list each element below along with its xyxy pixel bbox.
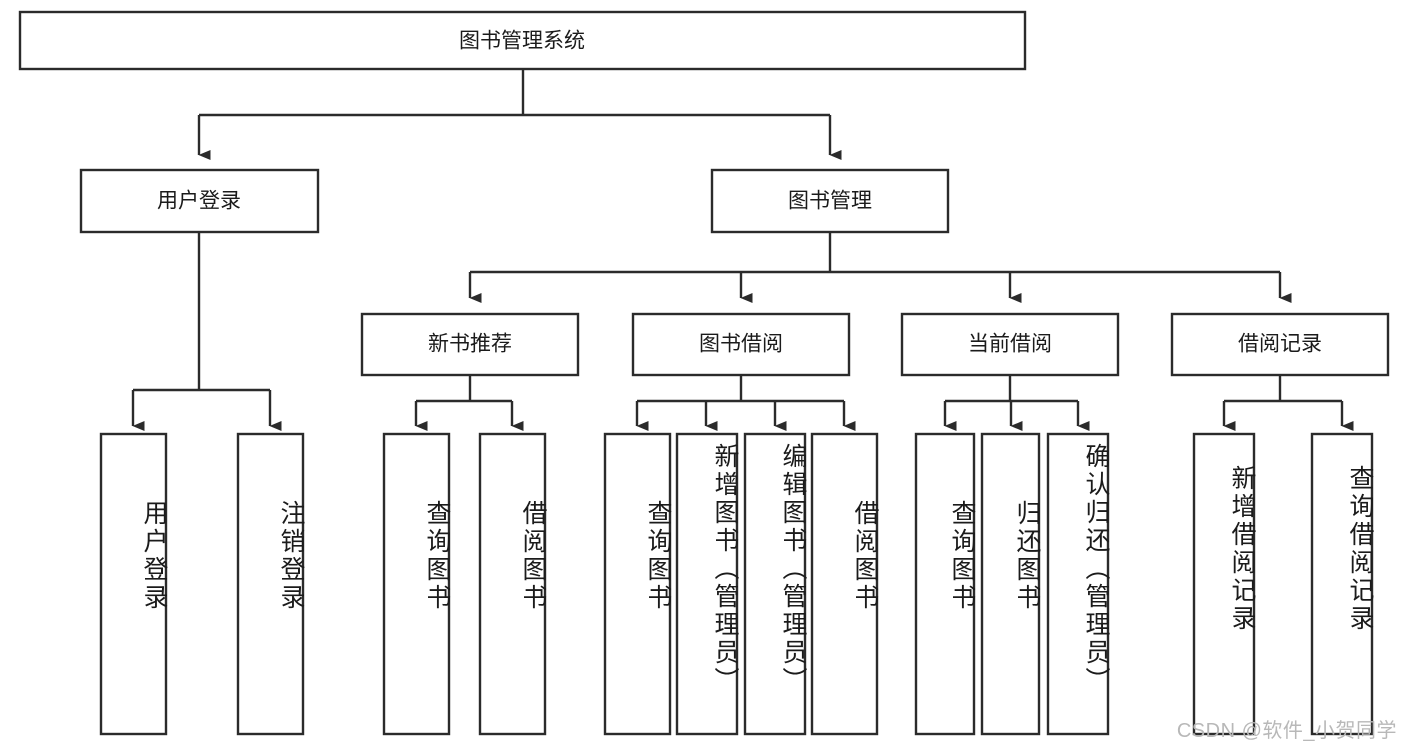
- node-user-login-label: 用户登录: [157, 190, 241, 213]
- connector-group-borrow-record: [1222, 375, 1354, 431]
- node-borrow-record-label: 借阅记录: [1238, 333, 1322, 356]
- connector-group-book-manage: [468, 232, 1292, 303]
- connector-group-book-borrow: [635, 375, 856, 431]
- leaf-boxes-user-login: [99, 432, 305, 736]
- node-current-borrow-box[interactable]: [900, 312, 1120, 377]
- node-new-book-recommend[interactable]: 新书推荐: [360, 312, 580, 377]
- leaf-box-book-borrow-3[interactable]: [810, 432, 879, 736]
- leaf-box-book-borrow-1[interactable]: [675, 432, 739, 736]
- leaf-boxes-current-borrow: [914, 432, 1110, 736]
- node-user-login[interactable]: 用户登录: [79, 168, 320, 234]
- node-current-borrow[interactable]: 当前借阅: [900, 312, 1120, 377]
- leaf-box-book-borrow-2[interactable]: [743, 432, 807, 736]
- watermark-text: CSDN @软件_小贺同学: [1176, 720, 1397, 742]
- node-borrow-record-box[interactable]: [1170, 312, 1390, 377]
- leaf-boxes-book-borrow: [603, 432, 879, 736]
- leaf-box-user-login-1[interactable]: [236, 432, 305, 736]
- leaf-box-new-book-1[interactable]: [478, 432, 547, 736]
- node-book-manage-box[interactable]: [710, 168, 950, 234]
- leaf-box-borrow-record-1[interactable]: [1310, 432, 1374, 736]
- node-book-manage[interactable]: 图书管理: [710, 168, 950, 234]
- node-new-book-recommend-label: 新书推荐: [428, 333, 512, 356]
- node-book-borrow[interactable]: 图书借阅: [631, 312, 851, 377]
- leaf-box-user-login-0[interactable]: [99, 432, 168, 736]
- leaf-box-current-borrow-0[interactable]: [914, 432, 976, 736]
- leaf-box-new-book-0[interactable]: [382, 432, 451, 736]
- node-new-book-recommend-box[interactable]: [360, 312, 580, 377]
- connector-group-user-login: [131, 232, 282, 431]
- node-user-login-box[interactable]: [79, 168, 320, 234]
- node-borrow-record[interactable]: 借阅记录: [1170, 312, 1390, 377]
- connector-group-root: [197, 70, 842, 160]
- leaf-box-current-borrow-2[interactable]: [1046, 432, 1110, 736]
- node-root[interactable]: 图书管理系统: [18, 10, 1027, 71]
- node-current-borrow-label: 当前借阅: [968, 333, 1052, 356]
- node-root-label: 图书管理系统: [459, 30, 585, 53]
- node-root-box[interactable]: [18, 10, 1027, 71]
- connector-group-current-borrow: [943, 375, 1090, 431]
- node-book-manage-label: 图书管理: [788, 190, 872, 213]
- connector-group-new-book-recommend: [414, 375, 524, 431]
- leaf-boxes-borrow-record: [1192, 432, 1374, 736]
- leaf-box-book-borrow-0[interactable]: [603, 432, 672, 736]
- node-book-borrow-label: 图书借阅: [699, 333, 783, 356]
- leaf-box-borrow-record-0[interactable]: [1192, 432, 1256, 736]
- leaf-boxes-new-book-recommend: [382, 432, 547, 736]
- node-book-borrow-box[interactable]: [631, 312, 851, 377]
- leaf-box-current-borrow-1[interactable]: [980, 432, 1041, 736]
